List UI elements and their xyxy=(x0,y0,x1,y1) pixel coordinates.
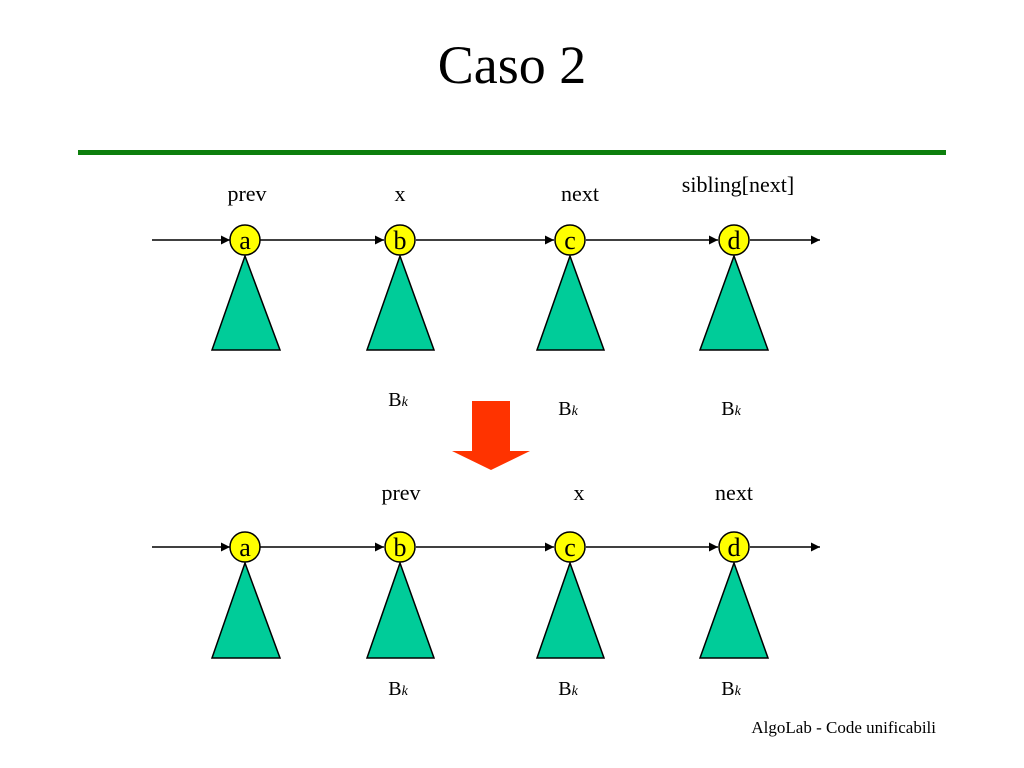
tree-label-base: B xyxy=(721,398,735,420)
footer-text: AlgoLab - Code unificabili xyxy=(751,718,936,737)
node-c xyxy=(554,224,586,256)
node-label: b xyxy=(394,226,407,255)
node-label: d xyxy=(728,226,741,255)
tree-triangle xyxy=(365,253,436,351)
tree-label-base: B xyxy=(558,678,572,700)
tree-label-sub: k xyxy=(734,404,741,419)
tree-label-sub: k xyxy=(571,404,578,419)
node-c xyxy=(554,531,586,563)
node-b xyxy=(384,224,416,256)
tree-label: Bk xyxy=(388,388,408,415)
tree-triangle xyxy=(365,560,436,659)
pointer-label-next: next xyxy=(561,181,599,206)
tree-label-sub: k xyxy=(734,684,741,699)
title-divider xyxy=(78,150,946,155)
node-b xyxy=(384,531,416,563)
after-row: a b c d xyxy=(152,531,820,659)
tree-label-sub: k xyxy=(401,395,408,410)
tree-triangle xyxy=(535,253,606,351)
pointer-label-prev: prev xyxy=(381,480,421,505)
node-label: a xyxy=(239,226,251,255)
tree-triangle xyxy=(698,560,770,659)
pointer-label-x: x xyxy=(573,480,585,505)
node-d xyxy=(718,224,750,256)
pointer-label-x: x xyxy=(394,181,406,206)
node-a xyxy=(229,531,261,563)
transition-arrow xyxy=(452,401,530,470)
node-label: c xyxy=(564,533,576,562)
node-label: b xyxy=(394,533,407,562)
node-label: d xyxy=(728,533,741,562)
tree-label-base: B xyxy=(388,389,402,411)
tree-triangle xyxy=(210,560,282,659)
pointer-label-sibling-next: sibling[next] xyxy=(681,172,795,197)
tree-label: Bk xyxy=(558,677,578,704)
pointer-label-next: next xyxy=(715,480,753,505)
tree-triangle xyxy=(535,560,606,659)
tree-label-base: B xyxy=(388,678,402,700)
tree-label-base: B xyxy=(721,678,735,700)
pointer-label-prev: prev xyxy=(227,181,267,206)
tree-label: Bk xyxy=(721,677,741,704)
tree-label: Bk xyxy=(388,677,408,704)
node-label: c xyxy=(564,226,576,255)
tree-label-base: B xyxy=(558,398,572,420)
slide-title: Caso 2 xyxy=(437,35,587,95)
node-label: a xyxy=(239,533,251,562)
tree-label: Bk xyxy=(721,397,741,424)
tree-triangle xyxy=(698,253,770,351)
tree-triangle xyxy=(210,253,282,351)
before-row: a b c d xyxy=(152,224,820,351)
node-d xyxy=(718,531,750,563)
tree-label-sub: k xyxy=(401,684,408,699)
tree-label-sub: k xyxy=(571,684,578,699)
node-a xyxy=(229,224,261,256)
tree-label: Bk xyxy=(558,397,578,424)
